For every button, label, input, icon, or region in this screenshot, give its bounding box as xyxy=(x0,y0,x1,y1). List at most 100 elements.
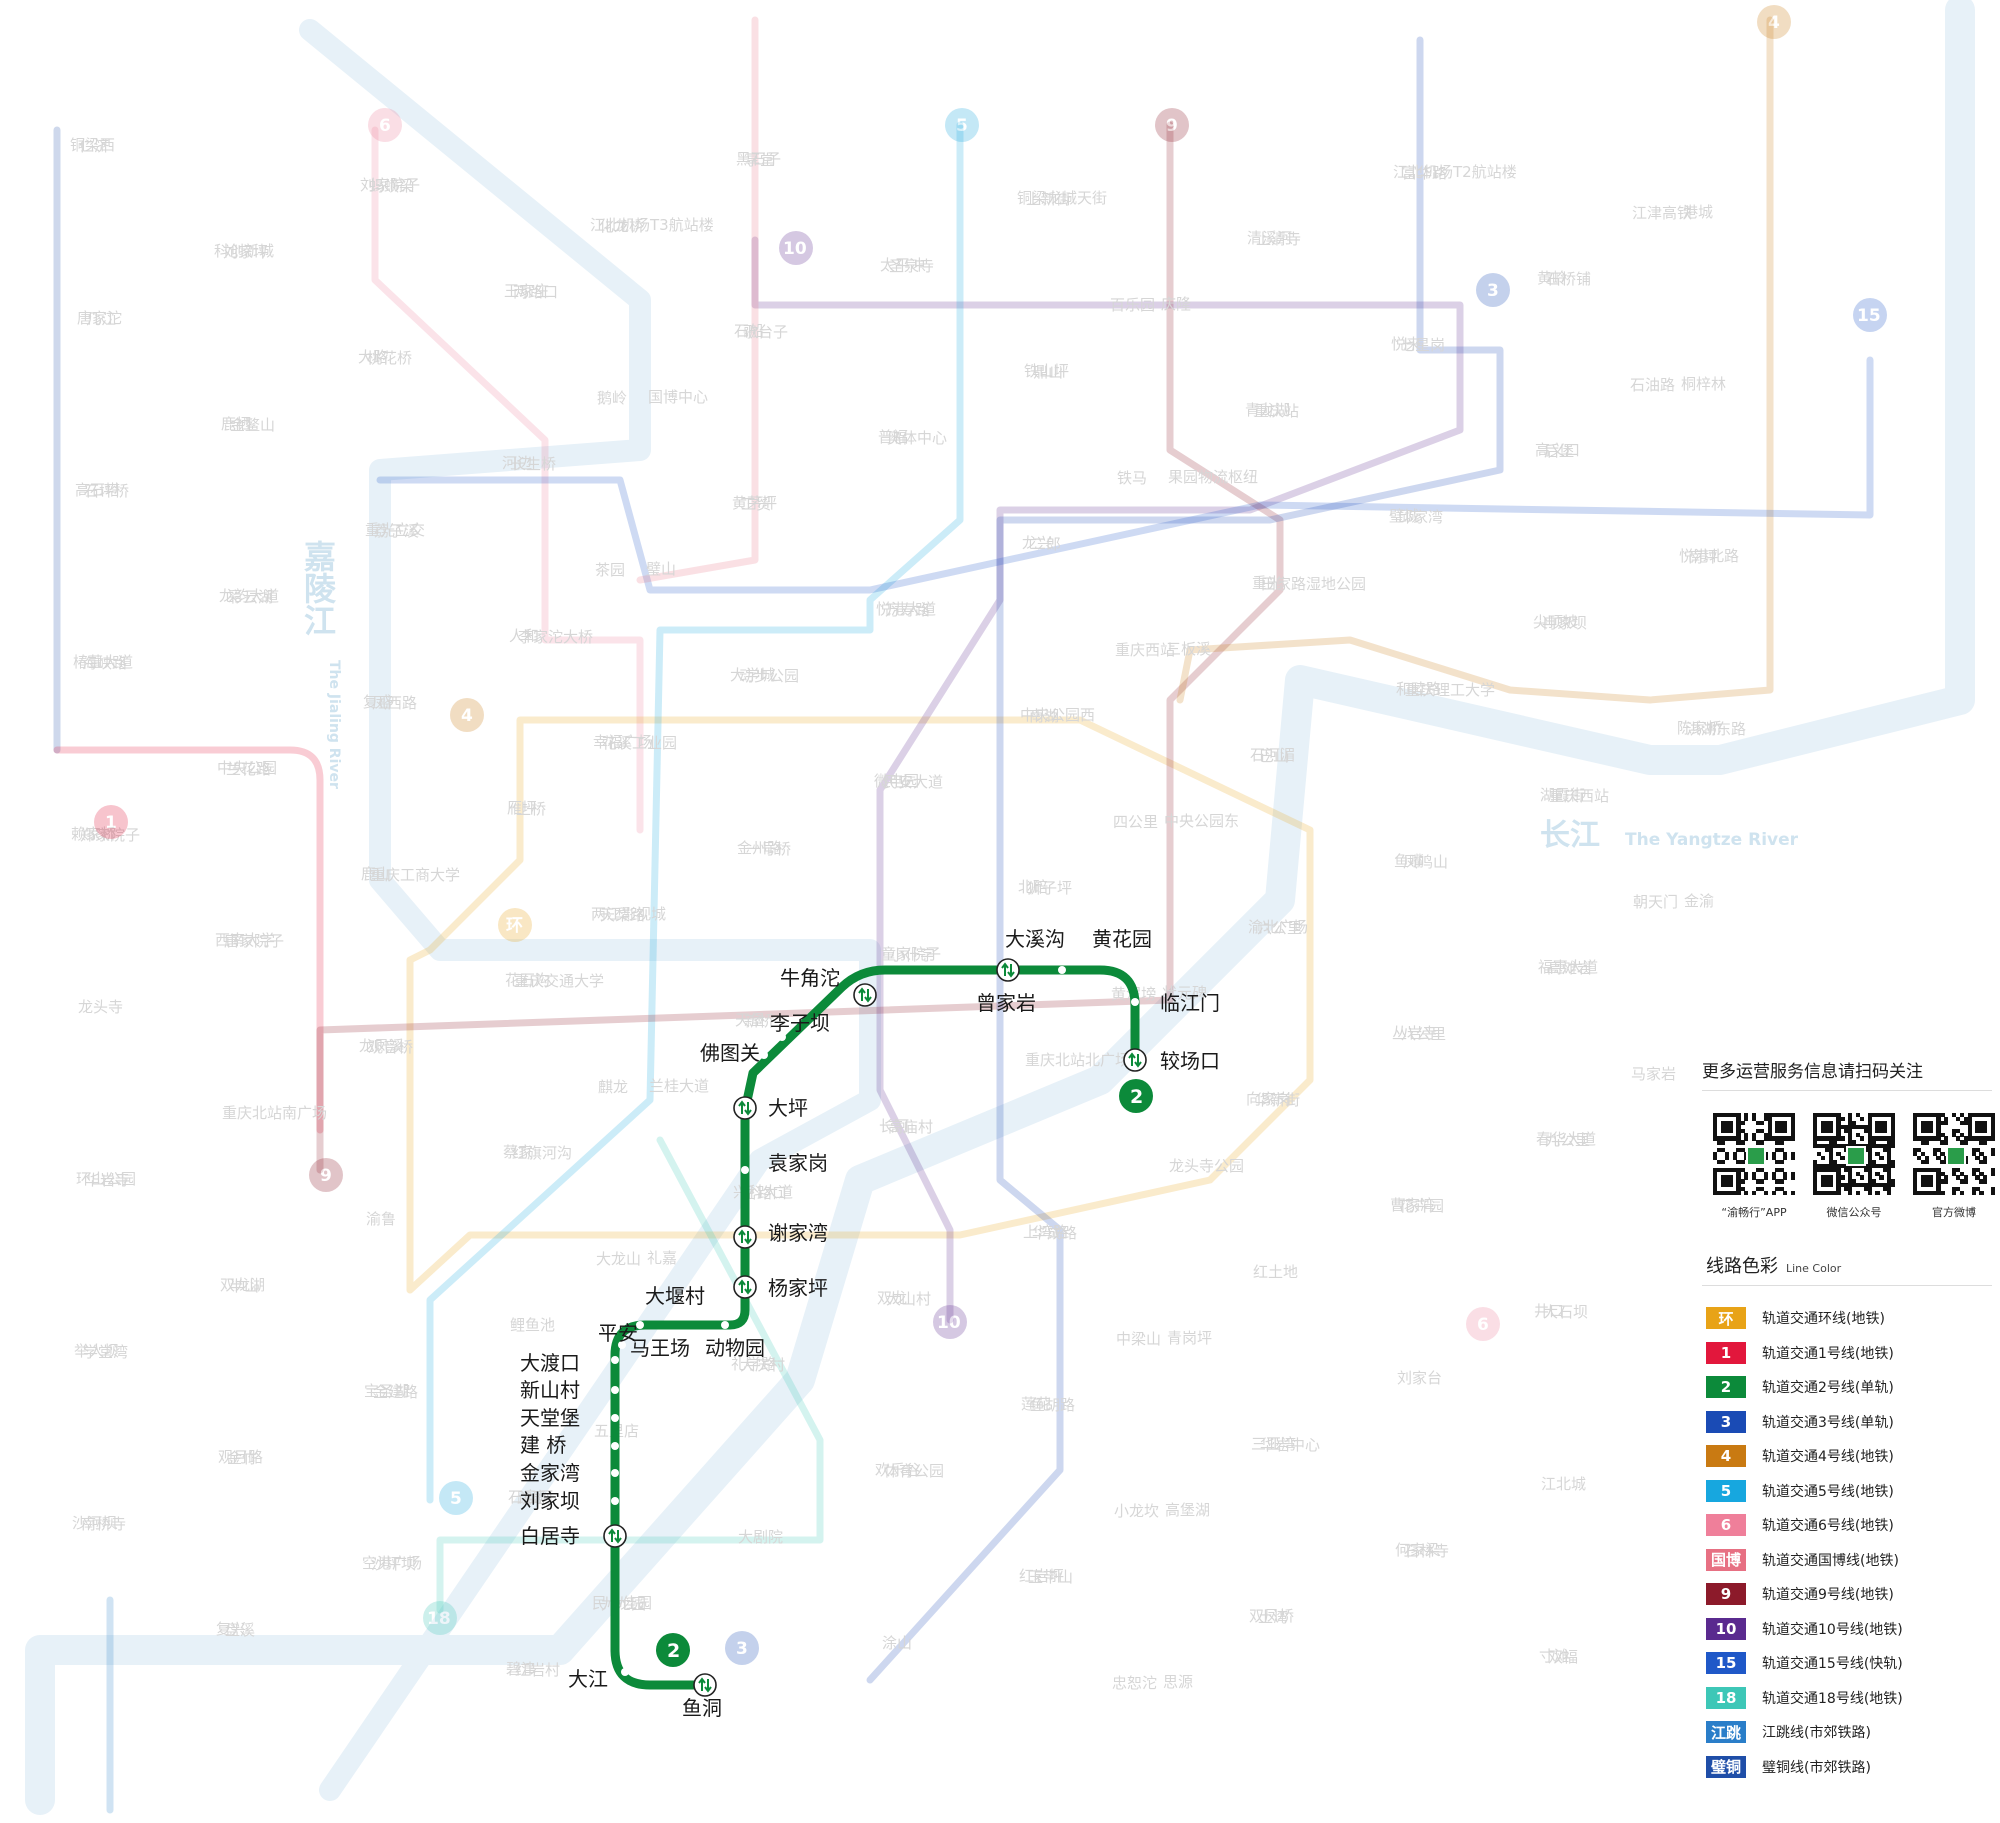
faint-station-label: 大龙山 xyxy=(596,1250,641,1268)
station-建桥[interactable]: 建 桥 xyxy=(520,1433,619,1477)
station-大溪沟[interactable]: 大溪沟 xyxy=(1005,927,1065,951)
line-3 xyxy=(866,36,1504,1684)
station-曾家岩[interactable]: 曾家岩 xyxy=(976,958,1036,1015)
faint-station-label: 重庆站 xyxy=(1254,402,1299,420)
station-黄花园[interactable]: 黄花园 xyxy=(1058,927,1152,974)
faint-station-label: 玉带山 xyxy=(1028,1568,1073,1586)
station-谢家湾[interactable]: 谢家湾 xyxy=(733,1221,828,1249)
faint-station-label: 富华路 xyxy=(1402,164,1447,182)
station-较场口[interactable]: 较场口 xyxy=(1123,1048,1220,1073)
station-袁家岗[interactable]: 袁家岗 xyxy=(741,1151,828,1175)
station-白居寺[interactable]: 白居寺 xyxy=(520,1524,627,1548)
station-大江[interactable]: 大江 xyxy=(568,1667,629,1691)
faint-station-label: 黄岭 xyxy=(1537,269,1567,287)
station-dot xyxy=(621,1668,629,1676)
station-大坪[interactable]: 大坪 xyxy=(733,1096,808,1120)
transfer-arrows-icon xyxy=(1001,962,1015,978)
faint-station-label: 中央公园 xyxy=(217,759,277,777)
legend-label: 轨道交通4号线(地铁) xyxy=(1762,1449,1894,1465)
faint-station-label: 观月路 xyxy=(218,1448,263,1466)
faint-station-label: 青岗坪 xyxy=(1167,1329,1212,1347)
faint-station-label: 铜梁龙城天街 xyxy=(1017,189,1107,207)
station-大堰村[interactable]: 大堰村 xyxy=(636,1284,705,1329)
faint-station-label: 荔子溪 xyxy=(374,522,419,540)
qr-code-app[interactable] xyxy=(1713,1113,1796,1196)
station-dot xyxy=(1058,966,1066,974)
faint-station-label: 跳磴 xyxy=(517,1489,547,1507)
faint-station-label: 体育公园 xyxy=(884,1462,944,1480)
station-新山村[interactable]: 新山村 xyxy=(520,1378,619,1422)
qr-code-weibo[interactable] xyxy=(1913,1113,1996,1196)
faint-station-label: 福惠大道 xyxy=(1538,958,1598,976)
station-鱼洞[interactable]: 鱼洞 xyxy=(682,1673,722,1720)
faint-station-label: 石河湄 xyxy=(1250,746,1295,764)
faint-station-label: 举人坝 xyxy=(74,1342,119,1360)
faint-station-label: 空港广场 xyxy=(362,1554,422,1572)
line-2: 2 2 牛角沱李子坝佛图关大坪袁家岗谢家湾杨家坪动物园大堰村马王场平安大渡口新山… xyxy=(520,927,1220,1720)
faint-station-label: 石油路 xyxy=(1630,376,1675,394)
faint-station-label: 南桥寺 xyxy=(81,1515,126,1533)
faint-station-label: 悦港北路 xyxy=(1679,547,1739,565)
badge-line-3-bottom: 3 xyxy=(725,1631,759,1665)
station-天堂堡[interactable]: 天堂堡 xyxy=(520,1406,619,1450)
station-label: 曾家岩 xyxy=(976,991,1036,1015)
svg-text:6: 6 xyxy=(379,116,391,136)
transfer-icon xyxy=(693,1673,717,1697)
faint-station-label: 四公里 xyxy=(1113,813,1158,831)
badge-line-6-bottom: 6 xyxy=(1466,1307,1500,1341)
qr-code-wechat[interactable] xyxy=(1813,1113,1896,1196)
faint-station-label: 民安大道 xyxy=(883,773,943,791)
station-金家湾[interactable]: 金家湾 xyxy=(520,1461,619,1505)
faint-station-label: 铁山坪 xyxy=(1024,362,1069,380)
station-label: 李子坝 xyxy=(770,1011,830,1035)
faint-station-label: 新桥 xyxy=(744,1012,774,1030)
badge-line-18: 18 xyxy=(423,1601,457,1635)
faint-station-label: 重光立交 xyxy=(365,521,425,539)
qr-logo-icon xyxy=(1846,1146,1866,1166)
faint-station-label: 井口 xyxy=(1534,1302,1564,1320)
badge-line-10-bottom: 10 xyxy=(933,1305,967,1339)
faint-station-label: 何家梁 xyxy=(1395,1541,1440,1559)
faint-station-label: 幸福广场 xyxy=(593,733,653,751)
station-牛角沱[interactable]: 牛角沱 xyxy=(780,966,877,1007)
faint-station-label: 上桥 xyxy=(516,800,546,818)
station-dot xyxy=(741,1166,749,1174)
faint-station-label: 大学城 xyxy=(730,666,775,684)
station-李子坝[interactable]: 李子坝 xyxy=(770,1011,830,1041)
station-label: 平安 xyxy=(598,1321,638,1345)
faint-station-label: 华成路 xyxy=(1032,1224,1077,1242)
legend-color-chip: 璧铜 xyxy=(1706,1755,1746,1778)
station-刘家坝[interactable]: 刘家坝 xyxy=(520,1489,619,1533)
faint-station-label: 红旗河沟 xyxy=(512,1144,572,1162)
legend-label: 轨道交通10号线(地铁) xyxy=(1762,1621,1903,1638)
faint-station-label: 果园物流枢纽 xyxy=(1168,468,1258,486)
faint-station-label: 大剧院 xyxy=(738,1528,783,1546)
station-动物园[interactable]: 动物园 xyxy=(705,1321,765,1360)
faint-station-label: 鼎山 xyxy=(1033,363,1063,381)
faint-station-label: 麒龙 xyxy=(598,1078,628,1096)
legend-label: 轨道交通18号线(地铁) xyxy=(1762,1690,1903,1707)
station-label: 大溪沟 xyxy=(1005,927,1065,951)
badge-line-4-top: 4 xyxy=(1757,5,1791,39)
station-杨家坪[interactable]: 杨家坪 xyxy=(733,1275,828,1300)
faint-station-label: 天堡 xyxy=(735,1011,765,1029)
station-大渡口[interactable]: 大渡口 xyxy=(520,1351,619,1394)
faint-station-label: 凤鸣山 xyxy=(1403,853,1448,871)
faint-station-label: 唐家院子 xyxy=(224,932,284,950)
faint-station-label: 椿萱大道 xyxy=(73,653,133,671)
faint-station-label: 学堂湾 xyxy=(83,1343,128,1361)
station-马王场[interactable]: 马王场 xyxy=(618,1336,690,1360)
station-佛图关[interactable]: 佛图关 xyxy=(700,1041,768,1065)
svg-text:18: 18 xyxy=(427,1609,451,1629)
legend-color-chip: 15 xyxy=(1706,1652,1746,1674)
station-平安[interactable]: 平安 xyxy=(598,1321,638,1364)
station-临江门[interactable]: 临江门 xyxy=(1131,991,1220,1015)
legend-label: 轨道交通15号线(快轨) xyxy=(1762,1656,1903,1672)
faint-station-label: 渝北广场 xyxy=(1248,918,1308,936)
station-label: 刘家坝 xyxy=(520,1489,580,1513)
station-dot xyxy=(611,1442,619,1450)
